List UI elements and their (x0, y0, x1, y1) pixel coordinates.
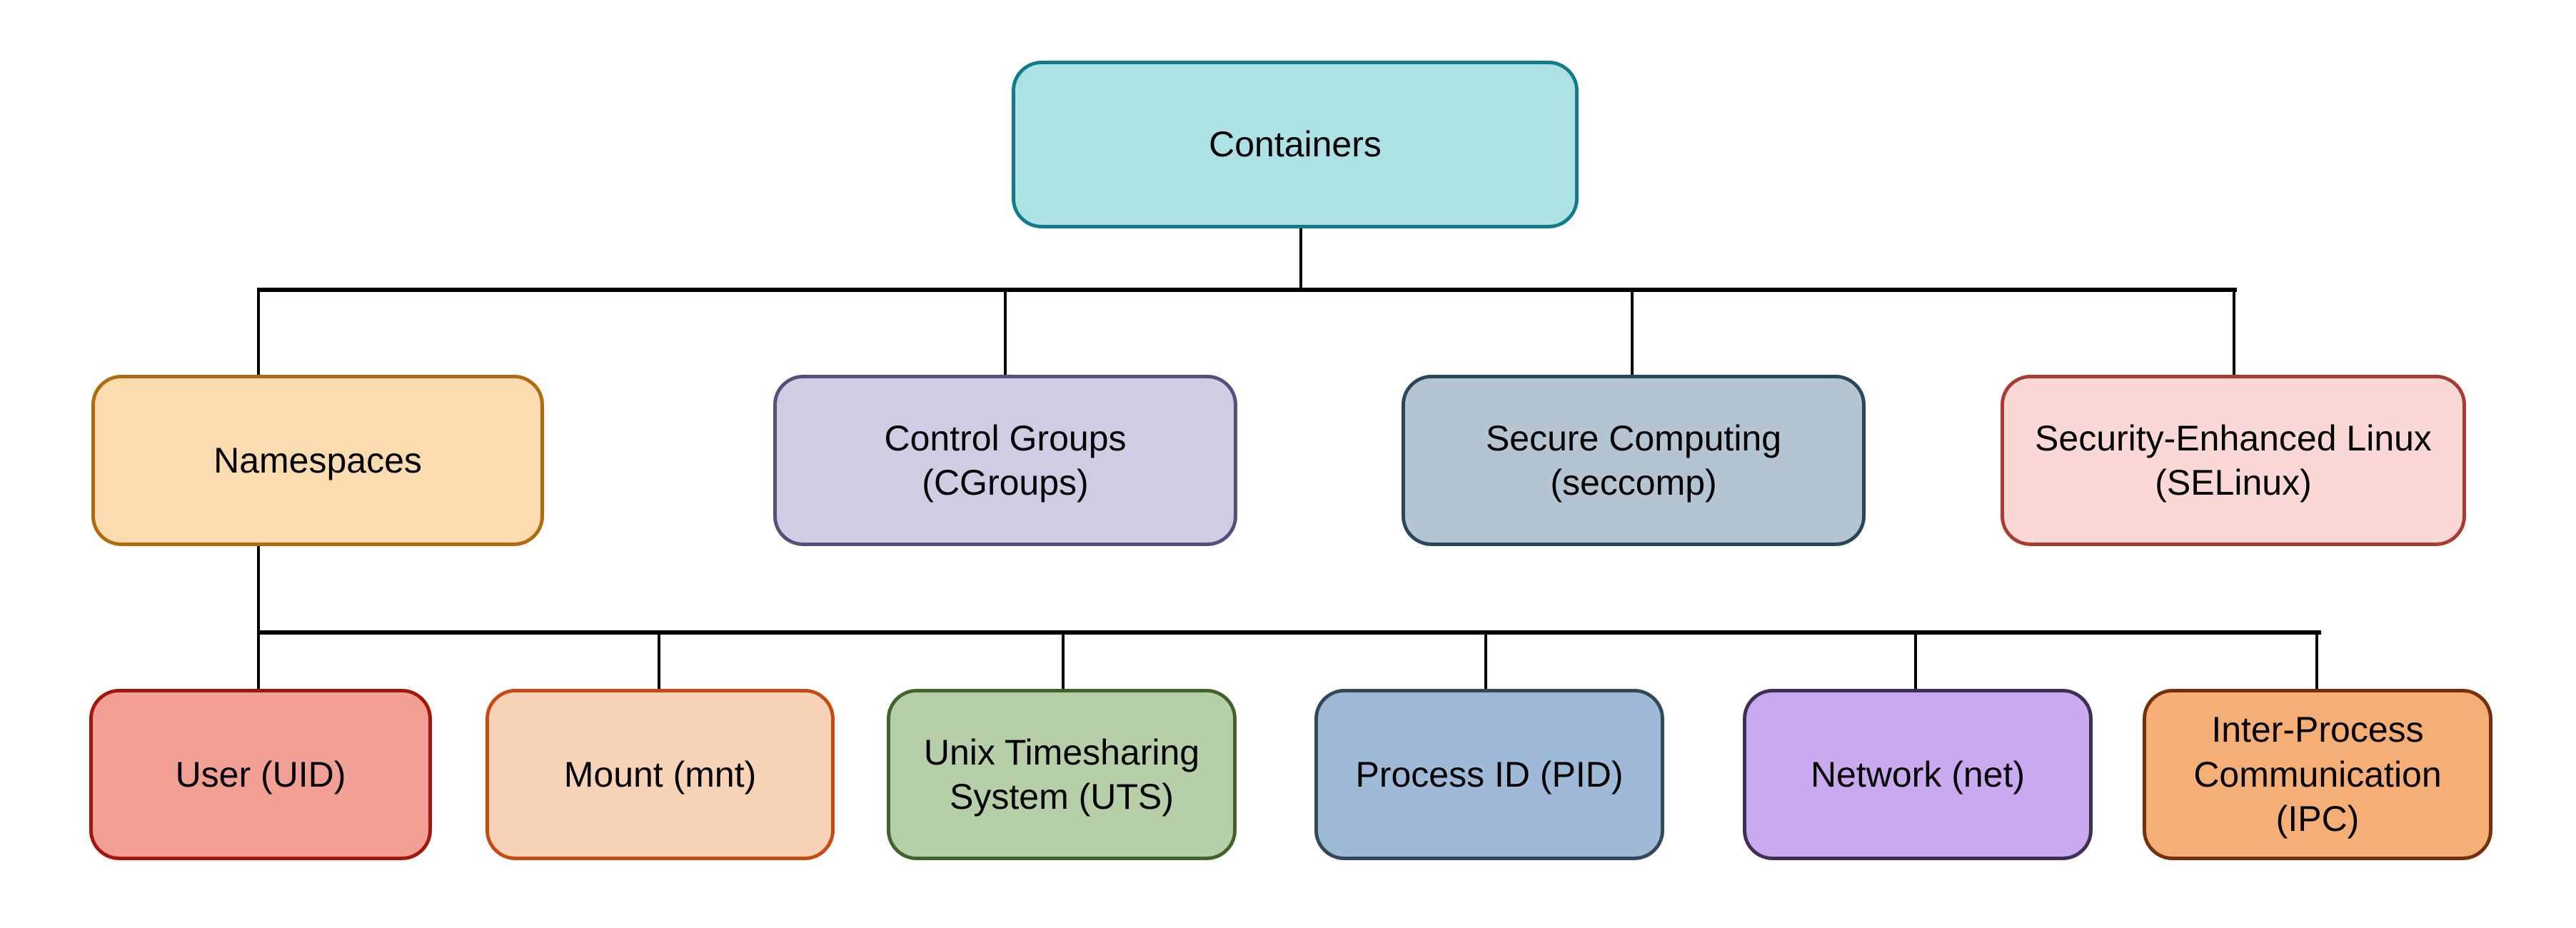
node-control-groups-label: Control Groups(CGroups) (884, 418, 1127, 503)
connector-drop-network (1914, 632, 1917, 690)
connector-bus-level2 (257, 288, 2237, 292)
node-secure-computing: Secure Computing(seccomp) (1402, 375, 1866, 546)
node-containers: Containers (1012, 61, 1579, 228)
connector-drop-seccomp (1631, 289, 1634, 376)
connector-namespaces-drop (257, 545, 260, 632)
node-mount-mnt: Mount (mnt) (485, 689, 835, 860)
connector-drop-user (257, 632, 260, 690)
connector-drop-ipc (2315, 632, 2318, 690)
node-selinux: Security-Enhanced Linux(SELinux) (2001, 375, 2466, 546)
node-network-net-label: Network (net) (1810, 754, 2026, 795)
connector-drop-cgroups (1004, 289, 1007, 376)
node-user-uid: User (UID) (89, 689, 432, 860)
connector-drop-namespaces (257, 289, 260, 376)
connector-drop-selinux (2233, 289, 2235, 376)
node-control-groups: Control Groups(CGroups) (773, 375, 1237, 546)
connector-drop-mount (658, 632, 660, 690)
connector-drop-uts (1062, 632, 1065, 690)
connector-drop-pid (1484, 632, 1487, 690)
node-selinux-label: Security-Enhanced Linux(SELinux) (2035, 418, 2432, 503)
node-mount-mnt-label: Mount (mnt) (563, 754, 757, 795)
node-pid-label: Process ID (PID) (1355, 754, 1624, 795)
node-pid: Process ID (PID) (1314, 689, 1664, 860)
node-namespaces-label: Namespaces (213, 440, 422, 480)
connector-bus-level3 (257, 630, 2321, 635)
node-namespaces: Namespaces (91, 375, 544, 546)
connector-containers-drop (1299, 226, 1302, 291)
node-user-uid-label: User (UID) (175, 754, 346, 795)
node-secure-computing-label: Secure Computing(seccomp) (1485, 418, 1782, 503)
node-network-net: Network (net) (1743, 689, 2093, 860)
node-containers-label: Containers (1209, 124, 1382, 165)
